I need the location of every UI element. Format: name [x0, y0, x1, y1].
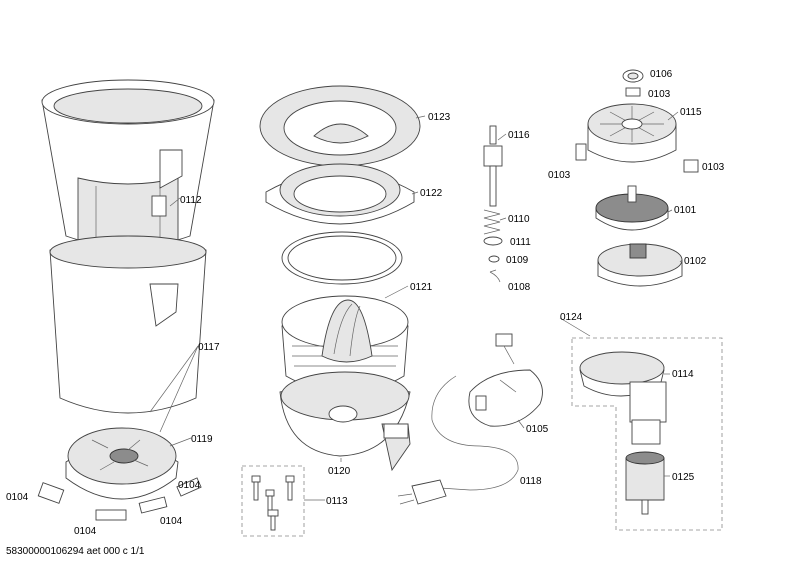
screws-box — [241, 465, 325, 537]
power-cord — [397, 375, 519, 505]
jug-lower-section — [49, 235, 207, 414]
small-washer-top — [622, 69, 644, 83]
label-0116: 0116 — [508, 130, 530, 141]
label-0118: 0118 — [520, 476, 542, 487]
cover-pad-right — [683, 159, 699, 173]
drawing-reference-number: 58300000106294 aet 000 c 1/1 — [6, 546, 145, 557]
label-0110: 0110 — [508, 214, 530, 225]
small-pad-top — [625, 87, 641, 97]
clip — [489, 269, 501, 283]
label-0117: 0117 — [198, 342, 220, 353]
motor-box — [571, 337, 723, 531]
label-0124: 0124 — [560, 312, 583, 323]
washer-large — [483, 236, 503, 246]
label-0109: 0109 — [506, 255, 529, 266]
label-0104-bottom: 0104 — [74, 526, 97, 537]
base-foot-pads — [37, 477, 202, 521]
cover-pad-left — [575, 143, 587, 161]
label-0111: 0111 — [510, 237, 531, 248]
juice-bowl — [279, 371, 411, 472]
label-0103-left: 0103 — [548, 170, 571, 181]
label-0115: 0115 — [680, 107, 702, 118]
drive-shaft — [483, 125, 503, 207]
label-0119: 0119 — [191, 434, 213, 445]
pulp-ring — [265, 163, 415, 225]
label-0120: 0120 — [328, 466, 351, 477]
label-0122: 0122 — [420, 188, 443, 199]
label-0103-top: 0103 — [648, 89, 671, 100]
seal-ring — [281, 231, 403, 285]
label-0123: 0123 — [428, 112, 451, 123]
label-0104-right: 0104 — [178, 480, 201, 491]
label-0113: 0113 — [326, 496, 348, 507]
label-0103-right: 0103 — [702, 162, 725, 173]
gear-unit — [595, 185, 669, 231]
base-ring — [65, 427, 179, 500]
label-0102: 0102 — [684, 256, 707, 267]
label-0108: 0108 — [508, 282, 531, 293]
label-0112: 0112 — [180, 195, 202, 206]
label-0114: 0114 — [672, 369, 694, 380]
motor-cover — [587, 103, 677, 163]
label-0125: 0125 — [672, 472, 695, 483]
lid-disc — [259, 85, 421, 167]
label-0104-bottom-right: 0104 — [160, 516, 183, 527]
label-0104-left: 0104 — [6, 492, 29, 503]
gear-base — [597, 243, 683, 287]
label-0101: 0101 — [674, 205, 697, 216]
label-0121: 0121 — [410, 282, 433, 293]
spring — [483, 209, 501, 235]
label-0106: 0106 — [650, 69, 673, 80]
label-0105: 0105 — [526, 424, 549, 435]
circuit-board — [468, 333, 543, 427]
washer-small — [488, 255, 500, 263]
